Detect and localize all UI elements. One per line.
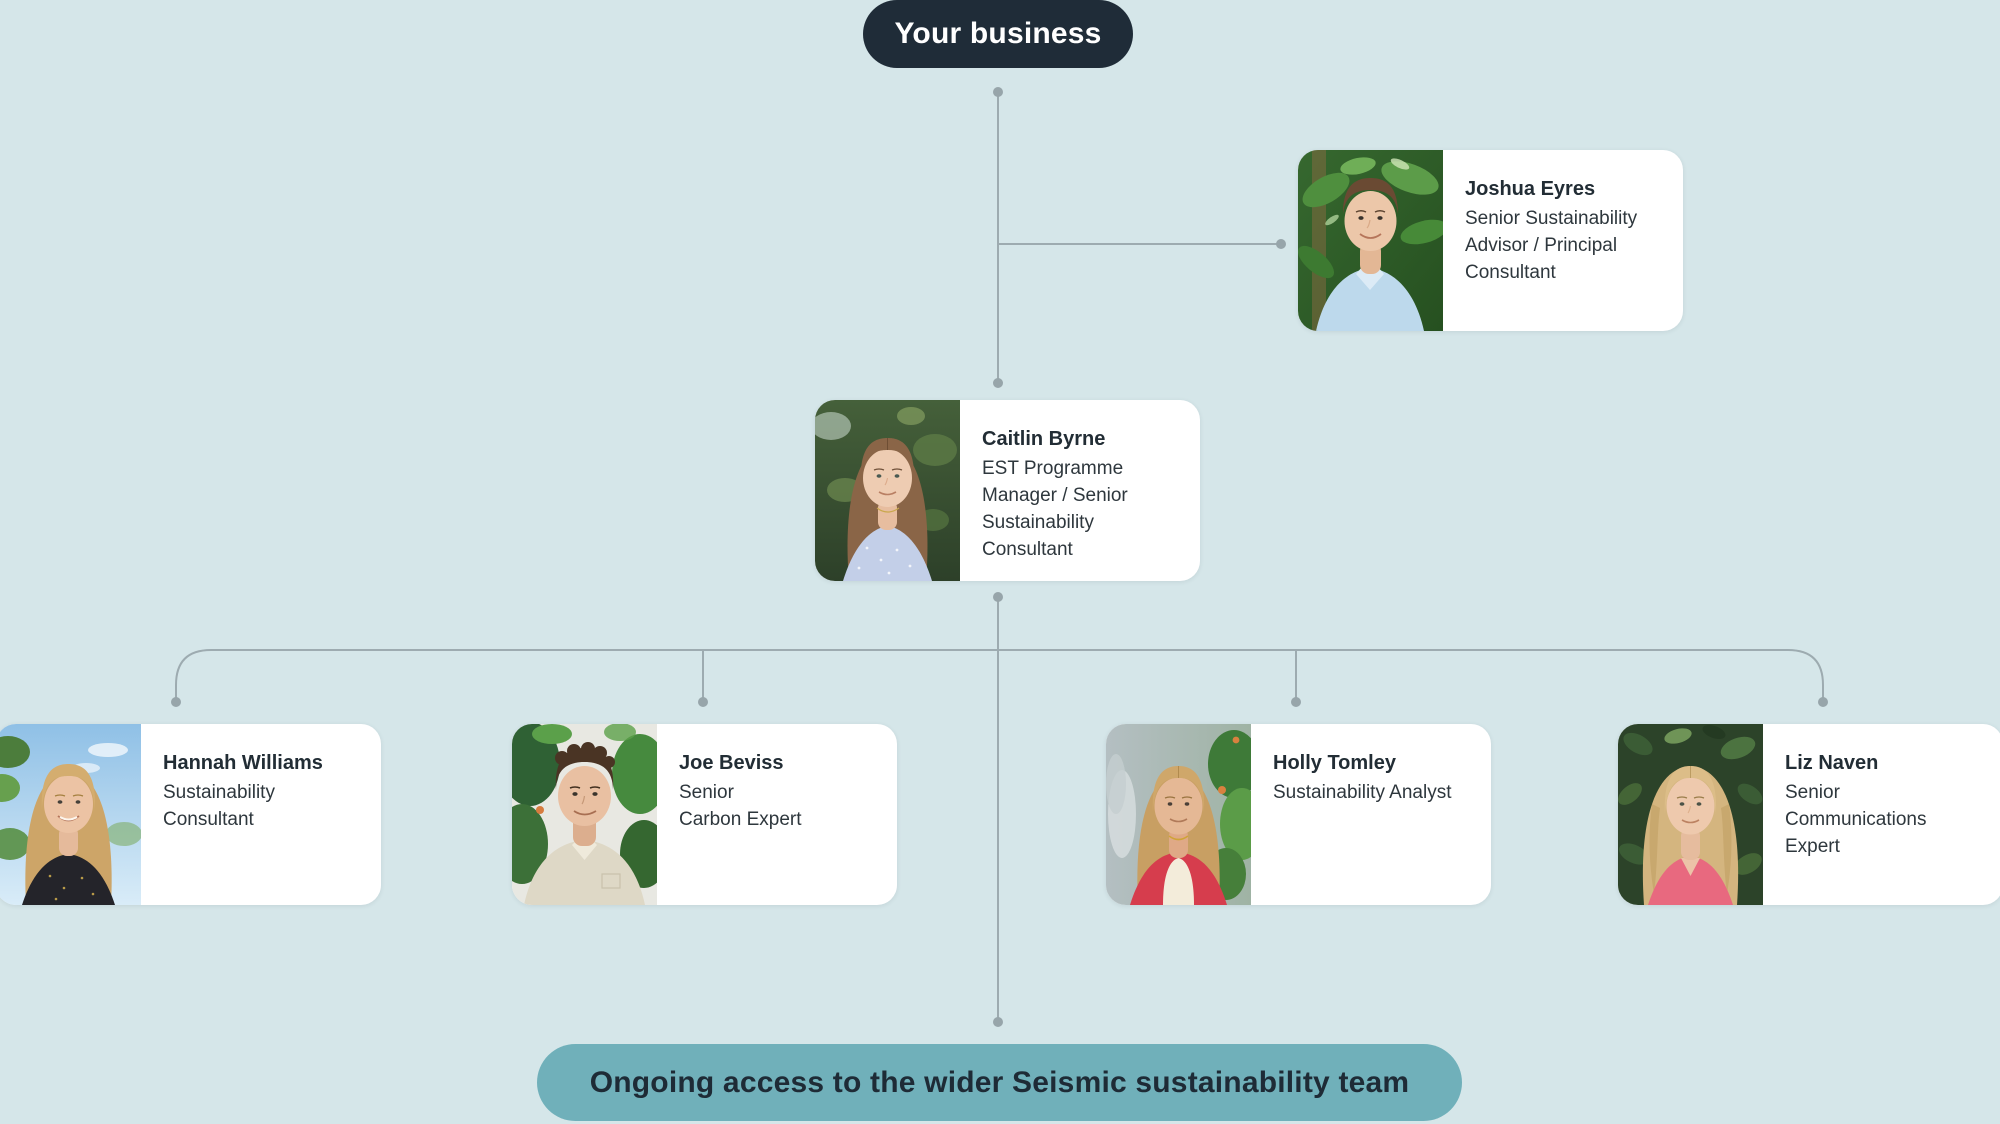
person-role: Sustainability Analyst xyxy=(1273,782,1452,803)
person-name: Holly Tomley xyxy=(1273,752,1396,774)
person-card-joshua: Joshua Eyres Senior Sustainability Advis… xyxy=(1298,150,1683,331)
joe-headshot xyxy=(512,724,657,905)
person-name: Joe Beviss xyxy=(679,752,784,774)
liz-info: Liz Naven Senior Communications Expert xyxy=(1763,724,1941,905)
person-card-caitlin: Caitlin Byrne EST Programme Manager / Se… xyxy=(815,400,1200,581)
caitlin-headshot xyxy=(815,400,960,581)
holly-info: Holly Tomley Sustainability Analyst xyxy=(1251,724,1466,905)
person-card-joe: Joe Beviss Senior Carbon Expert xyxy=(512,724,897,905)
your-business-pill: Your business xyxy=(863,0,1133,68)
caitlin-info: Caitlin Byrne EST Programme Manager / Se… xyxy=(960,400,1142,581)
person-name: Liz Naven xyxy=(1785,752,1879,774)
person-name: Joshua Eyres xyxy=(1465,178,1596,200)
person-role: Senior Sustainability Advisor / Principa… xyxy=(1465,208,1638,283)
person-name: Hannah Williams xyxy=(163,752,323,774)
person-card-liz: Liz Naven Senior Communications Expert xyxy=(1618,724,2000,905)
person-role: Sustainability Consultant xyxy=(163,782,275,830)
joshua-info: Joshua Eyres Senior Sustainability Advis… xyxy=(1443,150,1651,331)
liz-headshot xyxy=(1618,724,1763,905)
joshua-headshot xyxy=(1298,150,1443,331)
person-card-hannah: Hannah Williams Sustainability Consultan… xyxy=(0,724,381,905)
person-card-holly: Holly Tomley Sustainability Analyst xyxy=(1106,724,1491,905)
person-role: EST Programme Manager / Senior Sustainab… xyxy=(982,458,1128,560)
wider-team-pill: Ongoing access to the wider Seismic sust… xyxy=(537,1044,1462,1121)
person-role: Senior Carbon Expert xyxy=(679,782,802,830)
hannah-headshot xyxy=(0,724,141,905)
hannah-info: Hannah Williams Sustainability Consultan… xyxy=(141,724,337,905)
holly-headshot xyxy=(1106,724,1251,905)
person-role: Senior Communications Expert xyxy=(1785,782,1927,857)
joe-info: Joe Beviss Senior Carbon Expert xyxy=(657,724,816,905)
person-name: Caitlin Byrne xyxy=(982,428,1106,450)
